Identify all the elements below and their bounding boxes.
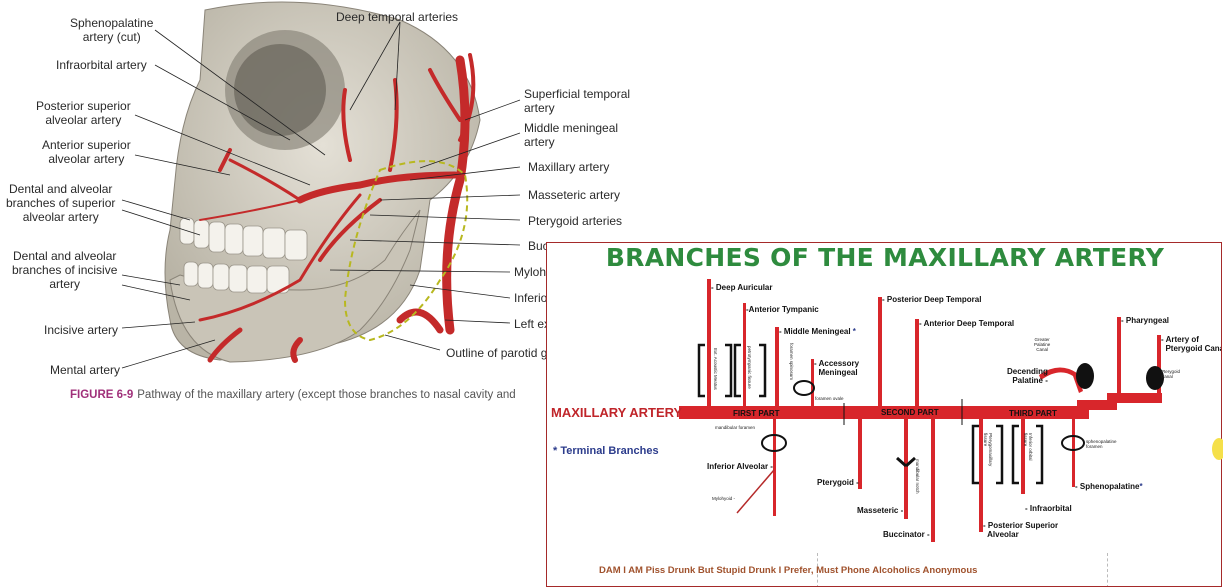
first-part-label: FIRST PART: [733, 409, 780, 418]
branch-descending-palatine: Decending Palatine -: [1007, 367, 1048, 385]
label-anterior-superior-alveolar: Anterior superior alveolar artery: [42, 138, 131, 166]
label-inferior-cut: Inferio: [514, 291, 548, 305]
ext-acoustic-label: Ext. Acoustic Meatus: [713, 348, 718, 390]
branch-masseteric: Masseteric -: [857, 506, 904, 515]
branch-posterior-superior-alveolar: - Posterior Superior Alveolar: [983, 521, 1059, 539]
caption-text: Pathway of the maxillary artery (except …: [137, 389, 516, 401]
label-dental-superior: Dental and alveolar branches of superior…: [6, 182, 116, 224]
label-deep-temporal: Deep temporal arteries: [336, 10, 459, 24]
figure-number: FIGURE 6-9: [70, 389, 134, 401]
mnemonic-text: DAM I AM Piss Drunk But Stupid Drunk I P…: [599, 565, 978, 576]
branch-infraorbital: - Infraorbital: [1025, 504, 1072, 513]
label-parotid-outline: Outline of parotid g: [446, 346, 548, 360]
terminal-star-1: *: [852, 327, 856, 336]
branch-posterior-deep-temporal: - Posterior Deep Temporal: [882, 295, 982, 304]
label-pterygoid: Pterygoid arteries: [528, 214, 623, 228]
second-part-label: SECOND PART: [881, 408, 939, 417]
branch-middle-meningeal: - Middle Meningeal *: [779, 327, 856, 336]
third-part-label: THIRD PART: [1009, 409, 1057, 418]
label-middle-meningeal: Middle meningeal artery: [524, 121, 619, 149]
sphenopalatine-foramen-label: sphenopalatine foramen: [1086, 439, 1117, 449]
maxillary-artery-label: MAXILLARY ARTERY: [551, 405, 683, 420]
label-buccal-cut: Buc: [528, 239, 549, 253]
mandibular-foramen-label: mandibular foramen: [715, 425, 756, 430]
terminal-branches-note: * Terminal Branches: [553, 445, 659, 457]
label-sphenopalatine: Sphenopalatine artery (cut): [70, 16, 154, 44]
greater-palatine-canal-label: Greater Palatine Canal: [1034, 337, 1051, 352]
maxillary-artery-illustration: Sphenopalatine artery (cut) Deep tempora…: [0, 0, 650, 420]
foramen-spinosum-label: foramen spinosum: [789, 343, 794, 381]
petrotympanic-label: petrotympanic fissure: [747, 346, 752, 389]
label-incisive: Incisive artery: [44, 323, 119, 337]
label-masseteric: Masseteric artery: [528, 188, 621, 202]
label-superficial-temporal: Superficial temporal artery: [524, 87, 631, 115]
branch-diagram: [679, 279, 1164, 542]
branch-pterygoid-canal: - Artery of Pterygoid Canal: [1161, 335, 1221, 353]
label-infraorbital: Infraorbital artery: [56, 58, 147, 72]
label-posterior-superior-alveolar: Posterior superior alveolar artery: [36, 99, 131, 127]
branch-pterygoid: Pterygoid -: [817, 478, 859, 487]
divider-dashed-2: [1107, 553, 1108, 586]
terminal-star-2: *: [1139, 482, 1143, 491]
mandibular-notch-label: mandibular notch: [915, 459, 920, 494]
skull-drawing: [121, 1, 521, 369]
branch-sphenopalatine: - Sphenopalatine*: [1075, 482, 1143, 491]
branch-anterior-tympanic: -Anterior Tympanic: [746, 305, 819, 314]
cursor-highlight: [1212, 438, 1223, 460]
divider-dashed-1: [817, 553, 818, 586]
pterygoid-canal-label: Pterygoid Canal: [1161, 369, 1181, 379]
branch-buccinator: Buccinator -: [883, 530, 930, 539]
branch-inferior-alveolar: Inferior Alveolar -: [707, 462, 773, 471]
branch-mylohyoid: Mylohyoid -: [712, 496, 736, 501]
foramen-ovale-label: foramen ovale: [815, 396, 844, 401]
branch-deep-auricular: - Deep Auricular: [711, 283, 773, 292]
label-maxillary: Maxillary artery: [528, 160, 610, 174]
inferior-orbital-fissure-label: Inferior orbital fissure: [1023, 433, 1033, 461]
label-left-external-cut: Left ex: [514, 317, 551, 331]
pterygomaxillary-label: Pterygomaxillary fissure: [983, 433, 993, 467]
branch-pharyngeal: - Pharyngeal: [1121, 316, 1170, 325]
branches-slide: BRANCHES OF THE MAXILLARY ARTERY: [546, 242, 1222, 587]
label-dental-incisive: Dental and alveolar branches of incisive…: [12, 249, 118, 291]
branch-anterior-deep-temporal: - Anterior Deep Temporal: [919, 319, 1015, 328]
label-mental: Mental artery: [50, 363, 121, 377]
branch-accessory-meningeal: - Accessory Meningeal: [814, 359, 860, 377]
label-mylohyoid-cut: Myloh: [514, 265, 547, 279]
slide-title: BRANCHES OF THE MAXILLARY ARTERY: [605, 243, 1165, 272]
